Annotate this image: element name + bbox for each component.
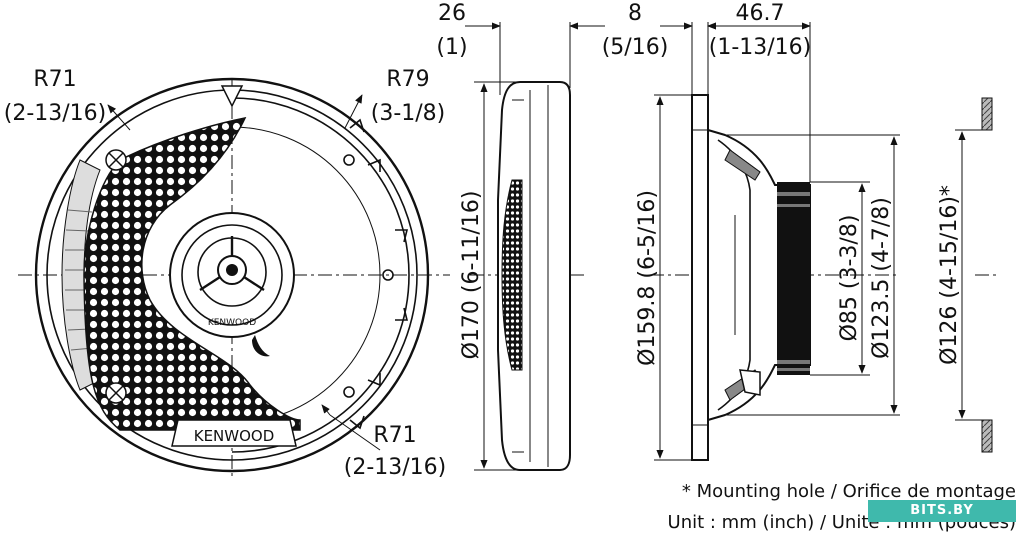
outer-diameter-label: Ø170 (6-11/16) bbox=[459, 191, 484, 360]
radius-label-top-right-inch: (3-1/8) bbox=[371, 101, 446, 126]
magnet-diameter-label: Ø85 (3-3/8) bbox=[837, 215, 862, 342]
radius-label-top-left-inch: (2-13/16) bbox=[4, 101, 107, 126]
note-mounting-hole: * Mounting hole / Orifice de montage bbox=[682, 481, 1016, 502]
radius-label-bottom: R71 bbox=[373, 423, 416, 448]
depth-26-inch-label: (1) bbox=[436, 35, 467, 60]
basket-diameter-label: Ø123.5 (4-7/8) bbox=[869, 197, 894, 359]
flange-8-label: 8 bbox=[628, 1, 642, 26]
top-marker-icon bbox=[220, 85, 244, 108]
section-view bbox=[650, 22, 900, 461]
depth-46-7-inch-label: (1-13/16) bbox=[709, 35, 812, 60]
side-view bbox=[465, 22, 605, 471]
radius-label-top-right: R79 bbox=[386, 67, 429, 92]
radius-label-bottom-inch: (2-13/16) bbox=[344, 455, 447, 480]
mount-hole-diameter-label: Ø126 (4-15/16)* bbox=[937, 185, 962, 365]
screw-icon bbox=[105, 149, 127, 171]
flange-8-inch-label: (5/16) bbox=[602, 35, 669, 60]
mount-hole-icon bbox=[343, 154, 394, 398]
frame-diameter-label: Ø159.8 (6-5/16) bbox=[635, 190, 660, 366]
watermark-badge: BITS.BY bbox=[868, 500, 1016, 522]
front-view: KENWOOD KENWOOD bbox=[18, 77, 450, 480]
depth-46-7-label: 46.7 bbox=[736, 1, 785, 26]
radius-label-top-left: R71 bbox=[33, 67, 76, 92]
depth-26-label: 26 bbox=[438, 1, 466, 26]
tweeter-brand: KENWOOD bbox=[208, 318, 256, 328]
mount-hole-view bbox=[955, 97, 1000, 453]
logo-plate-brand: KENWOOD bbox=[194, 427, 275, 445]
screw-icon bbox=[105, 382, 127, 404]
